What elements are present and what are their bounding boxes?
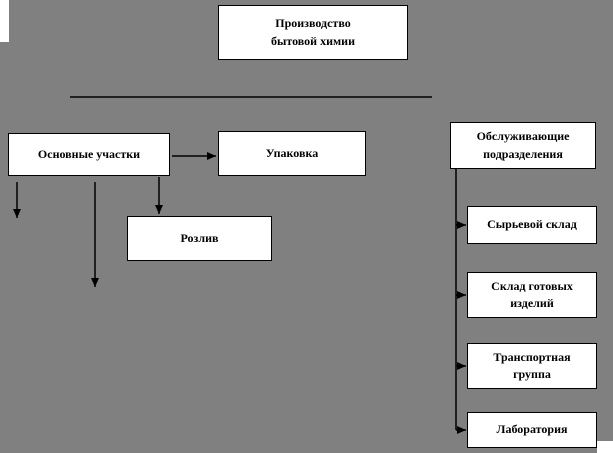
node-transport-group: Транспортная группа	[467, 343, 597, 389]
node-laboratory: Лаборатория	[467, 412, 597, 448]
node-raw-warehouse: Сырьевой склад	[467, 206, 597, 244]
background-patch-bottom-right	[597, 441, 613, 453]
node-bottling: Розлив	[127, 216, 272, 261]
node-finished-warehouse: Склад готовых изделий	[467, 272, 597, 318]
node-service-divisions: Обслуживающие подразделения	[450, 122, 596, 169]
node-main-sections: Основные участки	[8, 133, 170, 176]
background-patch-top-left	[0, 0, 9, 42]
node-packaging: Упаковка	[218, 131, 366, 176]
node-production: Производство бытовой химии	[218, 5, 408, 60]
